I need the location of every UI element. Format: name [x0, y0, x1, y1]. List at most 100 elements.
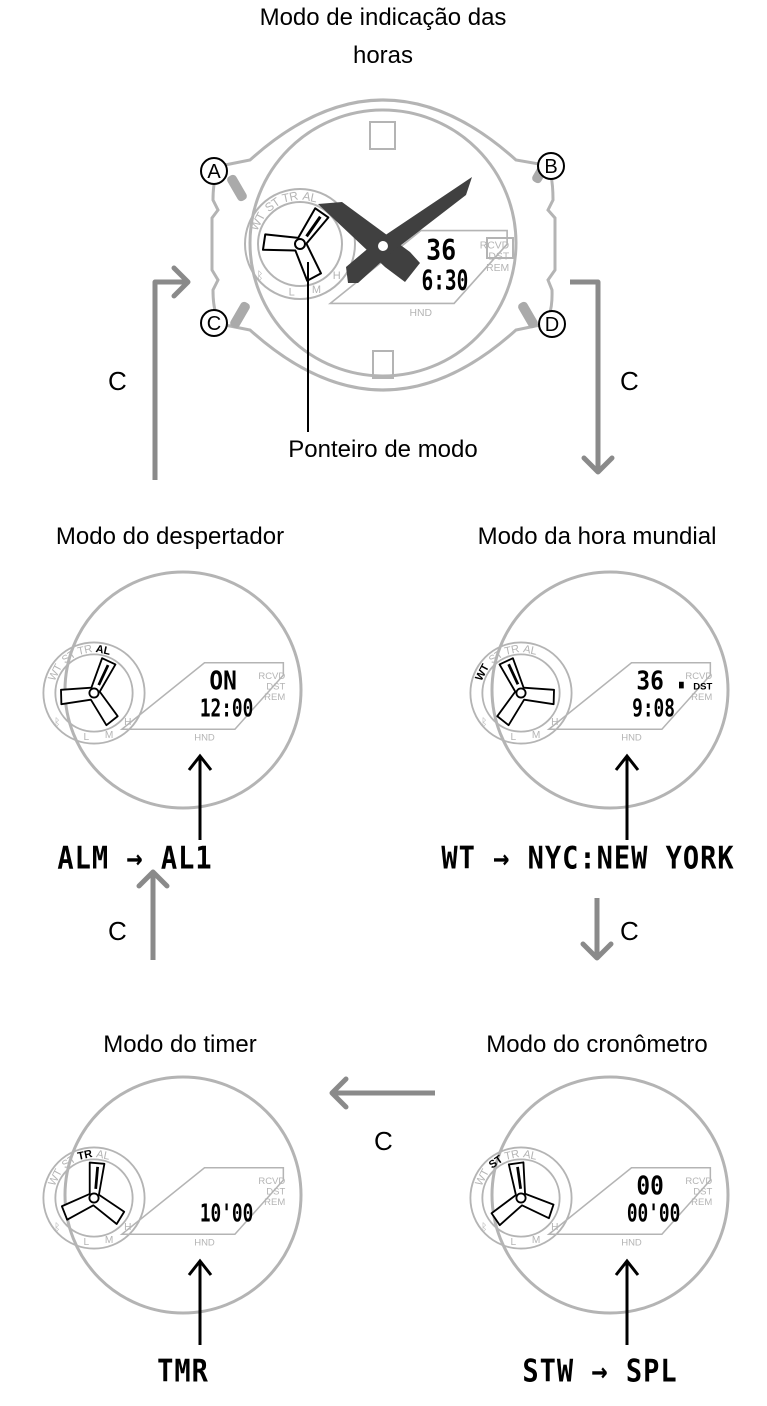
arrowhead-icon — [136, 869, 170, 889]
indicator-rem: REM — [691, 692, 712, 703]
mode-hand-pointer-mark — [97, 664, 110, 686]
power-level-h: H — [333, 270, 341, 282]
power-level-l: L — [84, 732, 90, 743]
subdial-ring — [469, 641, 573, 745]
hnd-label: HND — [621, 733, 642, 744]
power-level-h: H — [124, 1222, 131, 1233]
subdial-label-al: AL — [95, 1148, 111, 1163]
power-level-m: M — [532, 1235, 540, 1246]
flow-arrow-to-world-time — [570, 279, 601, 472]
power-level-h: H — [551, 717, 558, 728]
subdial-label-al: AL — [522, 1148, 538, 1163]
lcd-bottom-digits: 12:00 — [200, 695, 253, 724]
subdial-ring — [42, 641, 146, 745]
indicator-dst: DST — [693, 681, 712, 692]
button-a — [227, 174, 247, 202]
bluetooth-icon: ᛒ — [481, 716, 488, 729]
power-level-l: L — [289, 286, 295, 298]
subdial-ring — [244, 188, 356, 300]
index-3 — [486, 237, 514, 259]
button-label-b: B — [544, 156, 557, 178]
power-level-m: M — [312, 284, 321, 296]
mode-hand-pivot — [294, 238, 306, 250]
flow-arrow-to-timekeeping — [152, 279, 188, 480]
bluetooth-icon: ᛒ — [54, 1221, 61, 1234]
lcd-frame — [119, 661, 285, 731]
power-level-m: M — [105, 730, 113, 741]
indicator-dst: DST — [693, 1186, 712, 1197]
main-title-line2: horas — [352, 42, 414, 69]
button-label-c: C — [207, 313, 221, 335]
subdial-inner-ring — [481, 1158, 561, 1238]
button-label-circle — [200, 309, 228, 337]
lcd-top-digits: ON — [209, 665, 236, 696]
indicator-rcvd: RCVD — [258, 1176, 285, 1187]
subdial-inner-ring — [54, 653, 134, 733]
lcd-top-digits: 00 — [636, 1170, 663, 1201]
minute-hand — [346, 177, 472, 283]
subdial-label-tr: TR — [77, 1148, 94, 1163]
lcd-bottom-digits: 00'00 — [627, 1200, 680, 1229]
mode-hand-pivot — [515, 1192, 527, 1204]
indicator-rcvd: RCVD — [258, 671, 285, 682]
subdial-label-tr: TR — [504, 1148, 521, 1163]
mode-hand-pointer-mark — [305, 215, 322, 238]
mode-hand-pivot — [88, 1192, 100, 1204]
power-level-l: L — [84, 1237, 90, 1248]
lcd-bottom-digits: 9:08 — [632, 695, 675, 724]
hnd-label: HND — [194, 1238, 215, 1249]
subdial-inner-ring — [481, 653, 561, 733]
mode-title-stopwatch: Modo do cronômetro — [486, 1031, 708, 1058]
timer-display-text: TMR — [157, 1353, 209, 1390]
power-level-h: H — [551, 1222, 558, 1233]
subdial-ring — [469, 1146, 573, 1250]
lcd-top-digits: 36 — [636, 665, 663, 696]
mode-title-world-time: Modo da hora mundial — [477, 523, 717, 550]
mode-hand-pointer-mark — [516, 1166, 522, 1189]
button-label-d: D — [545, 314, 559, 336]
button-label-a: A — [207, 161, 221, 183]
arrowhead-icon — [614, 753, 640, 771]
indicator-rem: REM — [486, 263, 509, 274]
hour-hand — [318, 202, 420, 282]
indicator-rem: REM — [264, 692, 285, 703]
lcd-frame — [119, 1166, 285, 1236]
arrowhead-icon — [580, 941, 614, 961]
subdial-label-tr: TR — [281, 188, 300, 205]
subdial-label-tr: TR — [504, 643, 521, 658]
transition-c-label: C — [620, 366, 639, 396]
button-label-circle — [538, 310, 566, 338]
button-d — [518, 301, 538, 329]
indicator-dst: DST — [266, 681, 285, 692]
transition-c-label: C — [374, 1126, 393, 1156]
power-level-l: L — [511, 1237, 517, 1248]
alarm-display-text: ALM → AL1 — [57, 840, 213, 877]
indicator-dst: DST — [488, 252, 509, 263]
arrowhead-icon — [614, 1258, 640, 1276]
arrowhead-icon — [171, 265, 191, 299]
hands-pivot — [378, 241, 388, 251]
lcd-bottom-digits: 6:30 — [422, 264, 469, 296]
mode-title-alarm: Modo do despertador — [55, 523, 285, 550]
indicator-rcvd: RCVD — [480, 240, 509, 251]
subdial-label-wt: WT — [473, 1167, 492, 1188]
indicator-rcvd: RCVD — [685, 671, 712, 682]
button-label-circle — [537, 152, 565, 180]
power-level-m: M — [532, 730, 540, 741]
power-level-h: H — [124, 717, 131, 728]
hnd-label: HND — [410, 308, 433, 319]
transition-c-label: C — [620, 916, 639, 946]
lcd-bottom-digits: 10'00 — [200, 1200, 253, 1229]
subdial-inner-ring — [54, 1158, 134, 1238]
mode-pointer-label: Ponteiro de modo — [288, 436, 478, 463]
mode-hand-pivot — [88, 687, 100, 699]
world-time-watch-dial — [490, 570, 730, 810]
mode-hand-pointer-mark — [507, 663, 520, 685]
